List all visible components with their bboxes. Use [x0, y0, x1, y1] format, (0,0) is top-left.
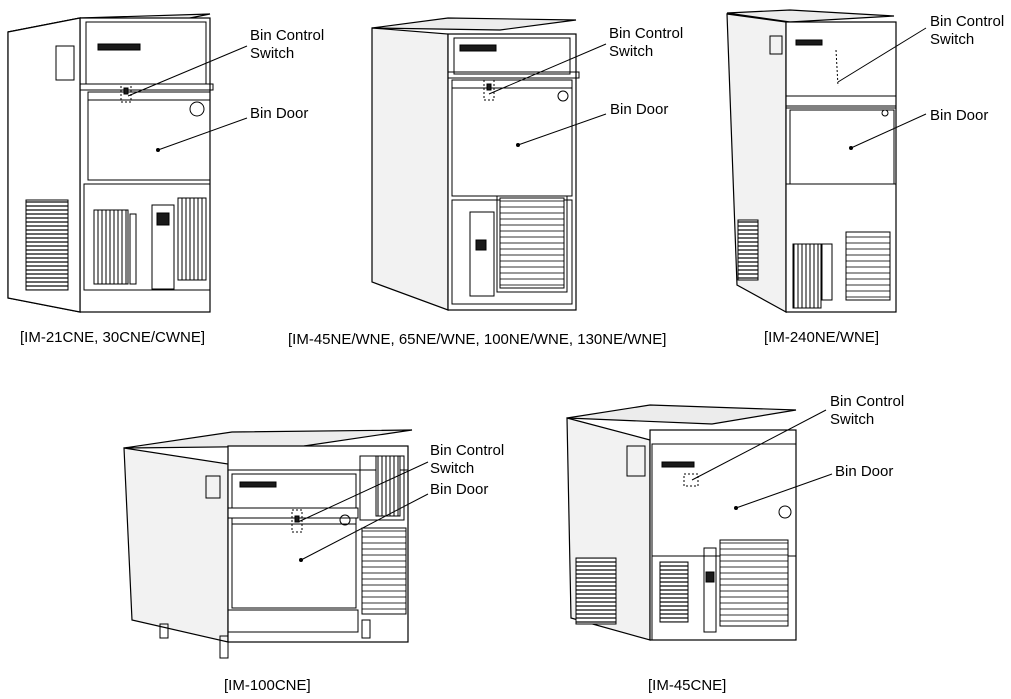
- machine-im240ne: [726, 9, 897, 314]
- leader-lines: [127, 27, 927, 562]
- label-bin-door-1: Bin Door: [250, 105, 309, 122]
- caption-im21cne: [IM-21CNE, 30CNE/CWNE]: [20, 329, 206, 346]
- label-bin-door-5: Bin Door: [835, 463, 894, 480]
- machine-im100cne: [123, 429, 413, 659]
- caption-im100cne: [IM-100CNE]: [224, 677, 311, 694]
- caption-im45cne: [IM-45CNE]: [648, 677, 727, 694]
- label-bin-door-4: Bin Door: [430, 481, 489, 498]
- label-bin-door-2: Bin Door: [610, 101, 669, 118]
- label-bin-door-3: Bin Door: [930, 107, 989, 124]
- machine-im45cne: [566, 404, 797, 641]
- caption-im240ne: [IM-240NE/WNE]: [764, 329, 880, 346]
- machine-im21cne: [7, 13, 214, 313]
- caption-im45ne: [IM-45NE/WNE, 65NE/WNE, 100NE/WNE, 130NE…: [288, 331, 667, 348]
- machine-im45ne: [371, 17, 580, 311]
